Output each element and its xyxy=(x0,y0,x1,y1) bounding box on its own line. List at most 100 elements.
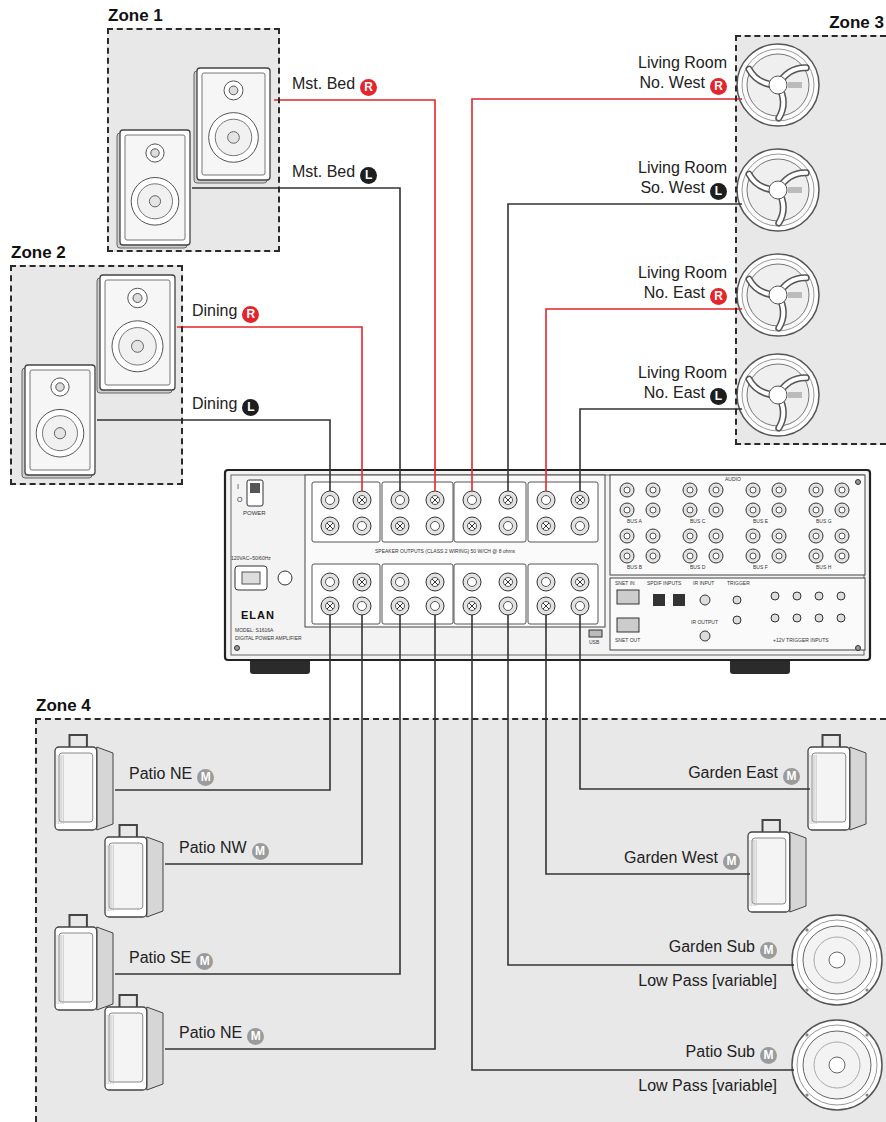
label-line: Patio NEM xyxy=(129,764,214,786)
panel-label: SPDIF INPUTS xyxy=(647,581,681,586)
channel-badge: R xyxy=(710,78,727,95)
control-panel xyxy=(610,578,865,650)
ir-jack xyxy=(700,595,710,605)
speaker-wire xyxy=(192,188,400,470)
line-art xyxy=(803,1031,871,1099)
chassis xyxy=(225,470,870,660)
binding-post xyxy=(426,597,444,615)
outdoor-speaker xyxy=(748,832,790,912)
terminal-wire xyxy=(434,470,436,491)
panel-label: USB xyxy=(589,640,599,645)
line-art xyxy=(431,578,440,587)
screw xyxy=(856,646,861,651)
line-art xyxy=(397,603,403,609)
line-art xyxy=(110,845,111,911)
binding-post xyxy=(353,517,371,535)
panel-label: BUS C xyxy=(690,519,705,524)
line-art xyxy=(432,579,438,585)
rca-jack xyxy=(646,503,660,517)
trigger-jack xyxy=(793,592,801,600)
label-line: Living Room So. WestL xyxy=(617,158,727,200)
channel-badge: M xyxy=(760,942,777,959)
label-line: DiningL xyxy=(192,394,259,416)
binding-post xyxy=(499,491,517,509)
speaker-depth xyxy=(117,133,187,248)
binding-post xyxy=(571,491,589,509)
zone-fill xyxy=(107,28,280,252)
line-art xyxy=(713,507,719,513)
line-art xyxy=(505,497,511,503)
audio-panel xyxy=(610,475,865,575)
speaker-side xyxy=(147,1007,163,1090)
speaker-wire xyxy=(177,327,362,470)
line-art xyxy=(805,988,808,991)
speaker-name: Garden Sub xyxy=(669,938,755,955)
line-art xyxy=(108,1015,109,1084)
line-art xyxy=(358,578,367,587)
line-art xyxy=(110,1015,111,1084)
speaker-side xyxy=(97,927,113,1010)
rca-jack xyxy=(683,483,697,497)
line-art xyxy=(776,507,782,513)
terminal-wire xyxy=(361,470,363,491)
line-art xyxy=(132,340,144,352)
line-art xyxy=(469,603,475,609)
line-art xyxy=(504,578,513,587)
line-art xyxy=(750,507,756,513)
panel-label: +12V TRIGGER INPUTS xyxy=(773,638,829,643)
line-art xyxy=(752,838,786,904)
line-art xyxy=(803,926,871,994)
speaker-label: DiningL xyxy=(97,394,259,420)
panel-label: O xyxy=(237,496,242,503)
line-art xyxy=(687,533,693,539)
binding-post xyxy=(499,597,517,615)
outdoor-speaker xyxy=(55,927,97,1010)
line-art xyxy=(543,603,549,609)
line-art xyxy=(813,553,819,559)
optical-port xyxy=(673,594,685,606)
line-art xyxy=(125,135,185,240)
outdoor-speaker xyxy=(808,747,850,830)
speaker-depth xyxy=(194,71,267,183)
amp-foot xyxy=(730,659,790,674)
channel-badge: M xyxy=(252,843,269,860)
line-art xyxy=(624,487,630,493)
line-art xyxy=(358,522,367,531)
line-art xyxy=(839,507,845,513)
line-art xyxy=(111,1015,112,1084)
line-art xyxy=(138,184,173,219)
speaker-side xyxy=(850,747,866,830)
zone-heading: Zone 3 xyxy=(829,13,884,33)
rca-jack xyxy=(620,483,634,497)
line-art xyxy=(769,181,787,199)
channel-badge: R xyxy=(360,79,377,96)
binding-post xyxy=(537,573,555,591)
trigger-jack xyxy=(733,616,741,624)
panel-label: IR INPUT xyxy=(693,581,714,586)
rca-jack xyxy=(772,503,786,517)
speaker-wire xyxy=(546,309,742,470)
channel-badge: M xyxy=(196,953,213,970)
line-art xyxy=(146,144,164,162)
panel-label: SPEAKER OUTPUTS (CLASS 2 WIRING) 50 W/CH… xyxy=(375,549,515,554)
line-art xyxy=(119,328,157,366)
line-art xyxy=(505,579,511,585)
trigger-jack xyxy=(793,614,801,622)
rca-jack xyxy=(620,503,634,517)
line-art xyxy=(814,755,815,824)
line-art xyxy=(528,482,598,542)
line-art xyxy=(504,522,513,531)
binding-post xyxy=(391,597,409,615)
fuse-holder xyxy=(278,571,292,585)
line-art xyxy=(813,755,814,824)
channel-badge: M xyxy=(197,769,214,786)
speaker-wire xyxy=(115,660,330,790)
line-art xyxy=(769,386,787,404)
terminal-wire xyxy=(545,470,547,491)
channel-badge: L xyxy=(710,388,727,405)
binding-post xyxy=(426,491,444,509)
rca-jack xyxy=(646,483,660,497)
line-art xyxy=(359,497,365,503)
line-art xyxy=(202,73,265,175)
line-art xyxy=(750,487,756,493)
